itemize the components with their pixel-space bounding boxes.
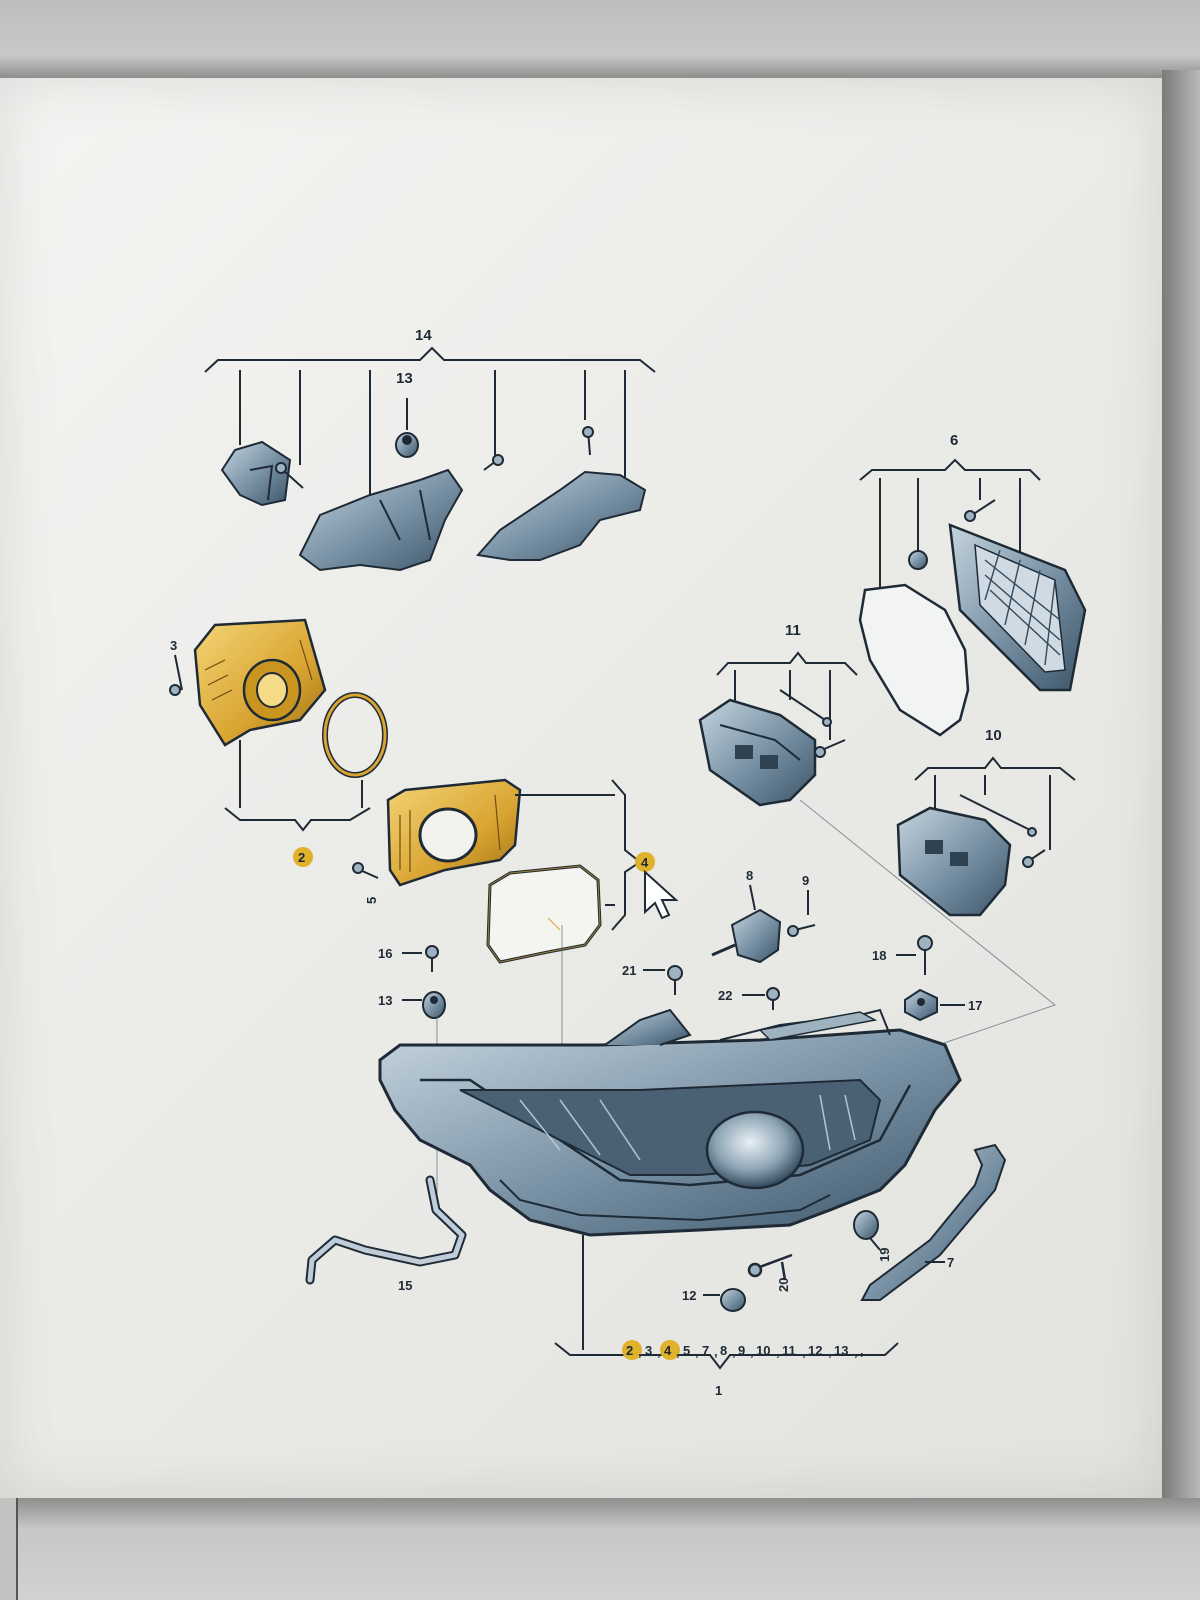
callout-4: 4 [641,855,649,870]
bracket-group-2 [224,740,371,832]
svg-text:,: , [695,1344,699,1359]
callout-14: 14 [415,327,432,344]
screw-icon [425,945,439,972]
screw-icon [964,499,996,522]
nut-icon [908,550,928,570]
callout-2: 2 [298,850,305,865]
highlight-marker [635,852,655,872]
screw-icon [959,794,1046,868]
svg-text:,: , [802,1344,806,1359]
screw-icon [747,1253,793,1281]
monitor-bezel-corner [0,1498,18,1600]
headlight-housing [378,1008,962,1237]
monitor-screen [0,78,1162,1498]
bracket-group-14 [204,346,656,505]
parts-list-item: 2 [626,1343,633,1358]
screw-icon [275,462,304,489]
control-module-11 [698,698,817,807]
callout-15: 15 [398,1278,412,1293]
svg-text:,: , [732,1344,736,1359]
breather-hose-15 [305,1175,467,1285]
callout-17: 17 [968,998,982,1013]
callout-8: 8 [746,868,753,883]
parts-list-item: , [860,1343,864,1358]
svg-text:,: , [657,1344,661,1359]
callout-20: 20 [776,1278,791,1292]
angled-bracket [476,470,647,561]
screw-icon [483,454,504,471]
reflector-frame-4 [386,778,522,887]
callout-21: 21 [622,963,636,978]
callout-19: 19 [877,1248,892,1262]
callout-3: 3 [170,638,177,653]
svg-text:,: , [638,1344,642,1359]
callout-10: 10 [985,727,1002,744]
bracket-group-1 [554,1342,899,1370]
screw-icon [917,935,933,975]
svg-text:,: , [828,1344,832,1359]
callout-7: 7 [947,1255,954,1270]
grommet-19 [853,1210,881,1251]
svg-text:,: , [714,1344,718,1359]
screw-icon [667,965,683,995]
screw-icon [352,862,379,879]
screw-icon [582,426,594,456]
svg-text:,: , [776,1344,780,1359]
mount-bracket [298,468,464,572]
svg-text:,: , [854,1344,858,1359]
clip-bracket [220,440,292,507]
lens-gasket [486,864,602,964]
adjuster-motor-8 [711,908,782,964]
nut-icon [904,988,938,1022]
callout-12: 12 [682,1288,696,1303]
control-module-10 [896,806,1012,917]
parts-list-item: 12 [808,1343,822,1358]
callout-5: 5 [364,897,379,904]
svg-text:,: , [750,1344,754,1359]
nut-icon [395,398,419,458]
highlight-marker [660,1340,680,1360]
parts-list-item: 9 [738,1343,745,1358]
parts-list-item: 4 [664,1343,672,1358]
seal-ring [322,692,388,778]
bracket-group-6 [859,458,1041,600]
mesh-cover [948,523,1087,692]
parts-list-item: 3 [645,1343,652,1358]
svg-text:,: , [676,1344,680,1359]
highlight-marker [622,1340,642,1360]
monitor-bezel-top [0,0,1200,78]
parts-list-item: 5 [683,1343,690,1358]
monitor-bezel-bottom [0,1498,1200,1600]
callout-6: 6 [950,432,958,449]
parts-list-separators: , , , , , , , , , , , [638,1344,858,1359]
parts-list-item: 13 [834,1343,848,1358]
screw-icon [169,654,183,696]
parts-list-item: 7 [702,1343,709,1358]
nut-icon [720,1288,746,1312]
callout-18: 18 [872,948,886,963]
nut-icon [422,991,446,1019]
trim-strip-7 [860,1143,1007,1301]
screw-icon [779,689,846,758]
callout-11: 11 [785,622,801,639]
parts-list: 2 3 4 5 7 8 9 10 11 12 13 , [626,1343,864,1358]
parts-list-item: 11 [782,1343,796,1358]
screw-icon [787,924,816,937]
callout-13-mid: 13 [378,993,392,1008]
callout-1: 1 [715,1383,722,1398]
callout-9: 9 [802,873,809,888]
highlight-marker [293,847,313,867]
callout-16: 16 [378,946,392,961]
callout-13-top: 13 [396,370,413,387]
callout-22: 22 [718,988,732,1003]
monitor-bezel-right [1162,70,1200,1520]
parts-list-item: 8 [720,1343,727,1358]
cover-gasket [858,583,970,737]
parts-list-item: 10 [756,1343,770,1358]
led-module-3 [193,618,327,747]
screw-icon [766,987,780,1010]
mouse-cursor-icon [644,869,679,920]
